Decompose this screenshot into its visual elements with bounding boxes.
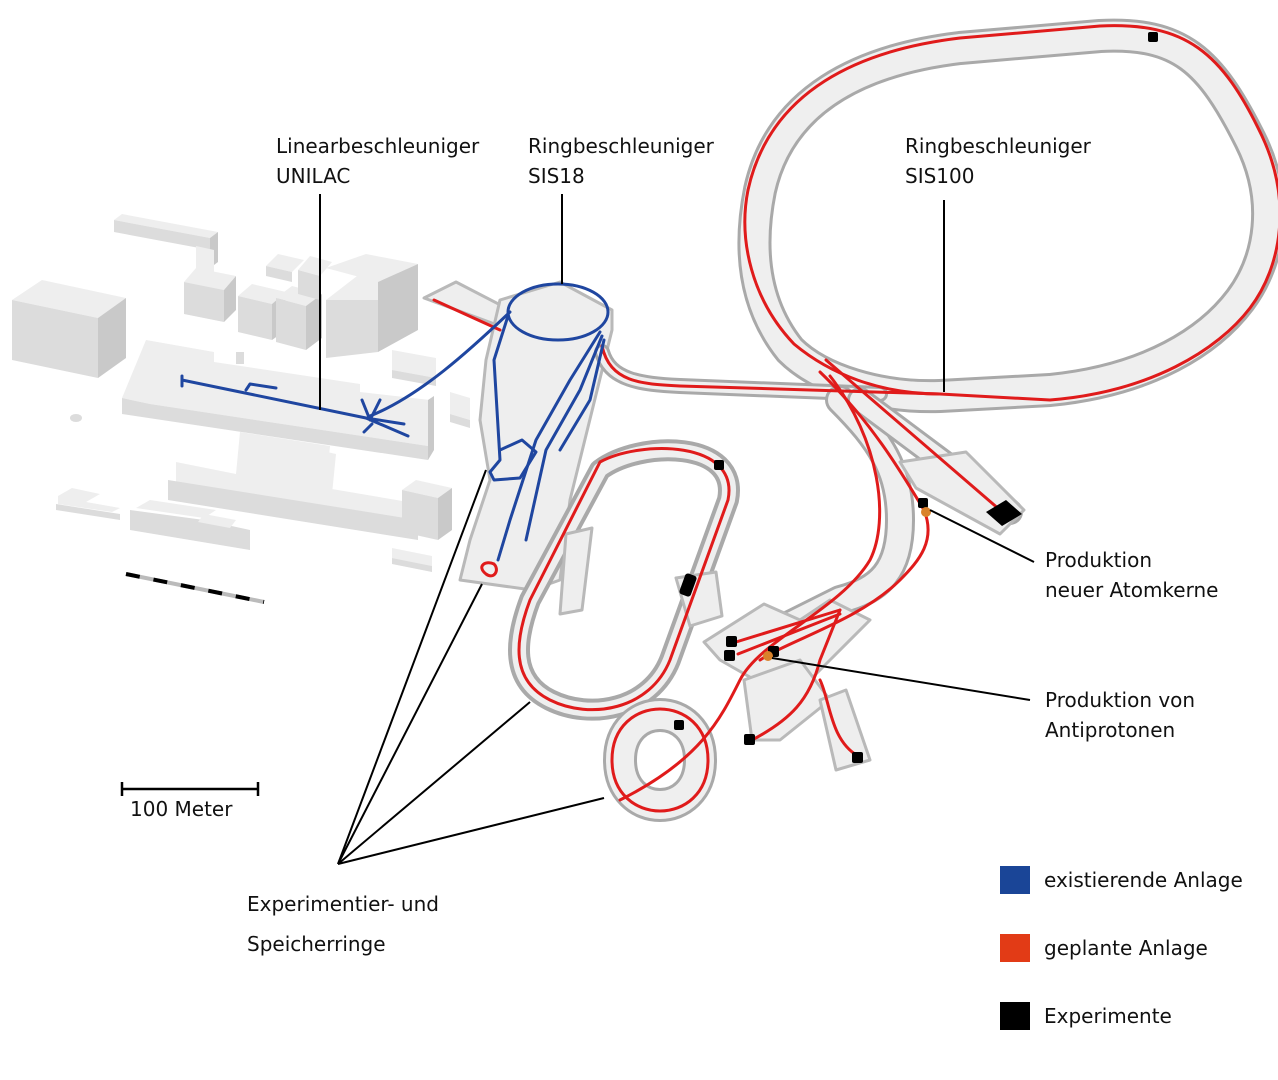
legend-item-experiments: Experimente (1000, 1001, 1243, 1031)
sis100-ring-beamline (746, 24, 1278, 402)
planned-beamlines (432, 24, 1278, 813)
legend-label: Experimente (1044, 1004, 1172, 1028)
unilac-branch (360, 398, 410, 438)
sis18-extraction (488, 314, 538, 482)
label-line: neuer Atomkerne (1045, 578, 1219, 602)
nuclei-leader (929, 509, 1035, 563)
building (130, 500, 250, 550)
legend-label: existierende Anlage (1044, 868, 1243, 892)
building (236, 352, 244, 364)
building (266, 254, 304, 282)
label-line: Antiprotonen (1045, 718, 1176, 742)
building (184, 268, 236, 322)
existing-beamlines (180, 282, 610, 562)
campus-buildings (12, 214, 470, 572)
label-storage-rings: Experimentier- und Speicherringe (247, 884, 439, 964)
antiproton-beamline (818, 678, 860, 758)
rings-leader (337, 797, 605, 865)
sis18-small-ring (480, 561, 498, 578)
building (450, 392, 470, 428)
antiproton-beamline (734, 608, 842, 644)
sis100-ring-beamline (743, 188, 942, 396)
hesr-beamline (610, 707, 710, 813)
label-sis100: Ringbeschleuniger SIS100 (905, 131, 1091, 191)
experiment-marker (726, 636, 737, 647)
building (70, 414, 82, 422)
label-line: SIS100 (905, 164, 975, 188)
unilac-to-sis18 (368, 310, 512, 418)
unilac-beamline (180, 378, 368, 420)
unilac-hall (122, 340, 434, 460)
building (326, 254, 418, 358)
legend-swatch (1000, 1002, 1030, 1030)
building (392, 350, 436, 386)
sis18-ring (506, 282, 610, 342)
building (402, 480, 452, 540)
label-line: Produktion (1045, 548, 1152, 572)
label-line: Experimentier- und (247, 892, 439, 916)
nuclei-production-target (921, 507, 931, 517)
experiment-marker (1148, 32, 1158, 42)
label-line: Linearbeschleuniger (276, 134, 480, 158)
transfer-beamline (824, 358, 1002, 512)
label-unilac: Linearbeschleuniger UNILAC (276, 131, 479, 191)
legend: existierende Anlage geplante Anlage Expe… (1000, 865, 1243, 1069)
building (276, 286, 322, 350)
legend-item-existing: existierende Anlage (1000, 865, 1243, 895)
rings-leader (337, 469, 487, 865)
label-line: SIS18 (528, 164, 585, 188)
legend-label: geplante Anlage (1044, 936, 1208, 960)
label-sis18: Ringbeschleuniger SIS18 (528, 131, 714, 191)
label-line: Ringbeschleuniger (528, 134, 714, 158)
sis18-extraction (496, 330, 602, 562)
legend-item-planned: geplante Anlage (1000, 933, 1243, 963)
antiproton-beamline (750, 608, 842, 742)
label-line: UNILAC (276, 164, 351, 188)
experiment-marker (714, 460, 724, 470)
building (392, 548, 432, 572)
label-line: Ringbeschleuniger (905, 134, 1091, 158)
transfer-beamline (432, 298, 502, 332)
perspective-scale-bar (125, 572, 265, 604)
experiment-marker (918, 498, 928, 508)
experiment-marker (852, 752, 863, 763)
label-line: Speicherringe (247, 932, 386, 956)
label-line: Produktion von (1045, 688, 1196, 712)
legend-swatch (1000, 866, 1030, 894)
antiproton-beamline (736, 612, 842, 656)
label-nuclei-production: Produktion neuer Atomkerne (1045, 545, 1218, 605)
collector-ring-beamline (517, 447, 731, 712)
leader-lines (319, 194, 1035, 865)
building (298, 256, 332, 300)
legend-swatch (1000, 934, 1030, 962)
rings-leader (337, 583, 483, 865)
experiment-marker (679, 573, 697, 597)
building (168, 432, 420, 540)
unilac-beamline (244, 382, 278, 392)
sis18-extraction (524, 334, 604, 542)
building (56, 488, 120, 520)
antiproton-production-target (763, 651, 773, 661)
experiment-marker (986, 500, 1022, 526)
sis18-building (422, 280, 614, 592)
experiment-marker (674, 720, 684, 730)
scale-label: 100 Meter (130, 797, 233, 821)
label-antiproton-production: Produktion von Antiprotonen (1045, 685, 1195, 745)
rings-leader (337, 701, 531, 865)
scale-bar (120, 782, 260, 796)
transfer-beamline (600, 344, 942, 396)
experiment-marker (724, 650, 735, 661)
transfer-beamline (758, 370, 930, 662)
experiment-marker (744, 734, 755, 745)
antiproton-leader (771, 657, 1031, 701)
experiments (674, 32, 1158, 763)
sis18-extraction (558, 338, 606, 452)
building (12, 280, 126, 378)
